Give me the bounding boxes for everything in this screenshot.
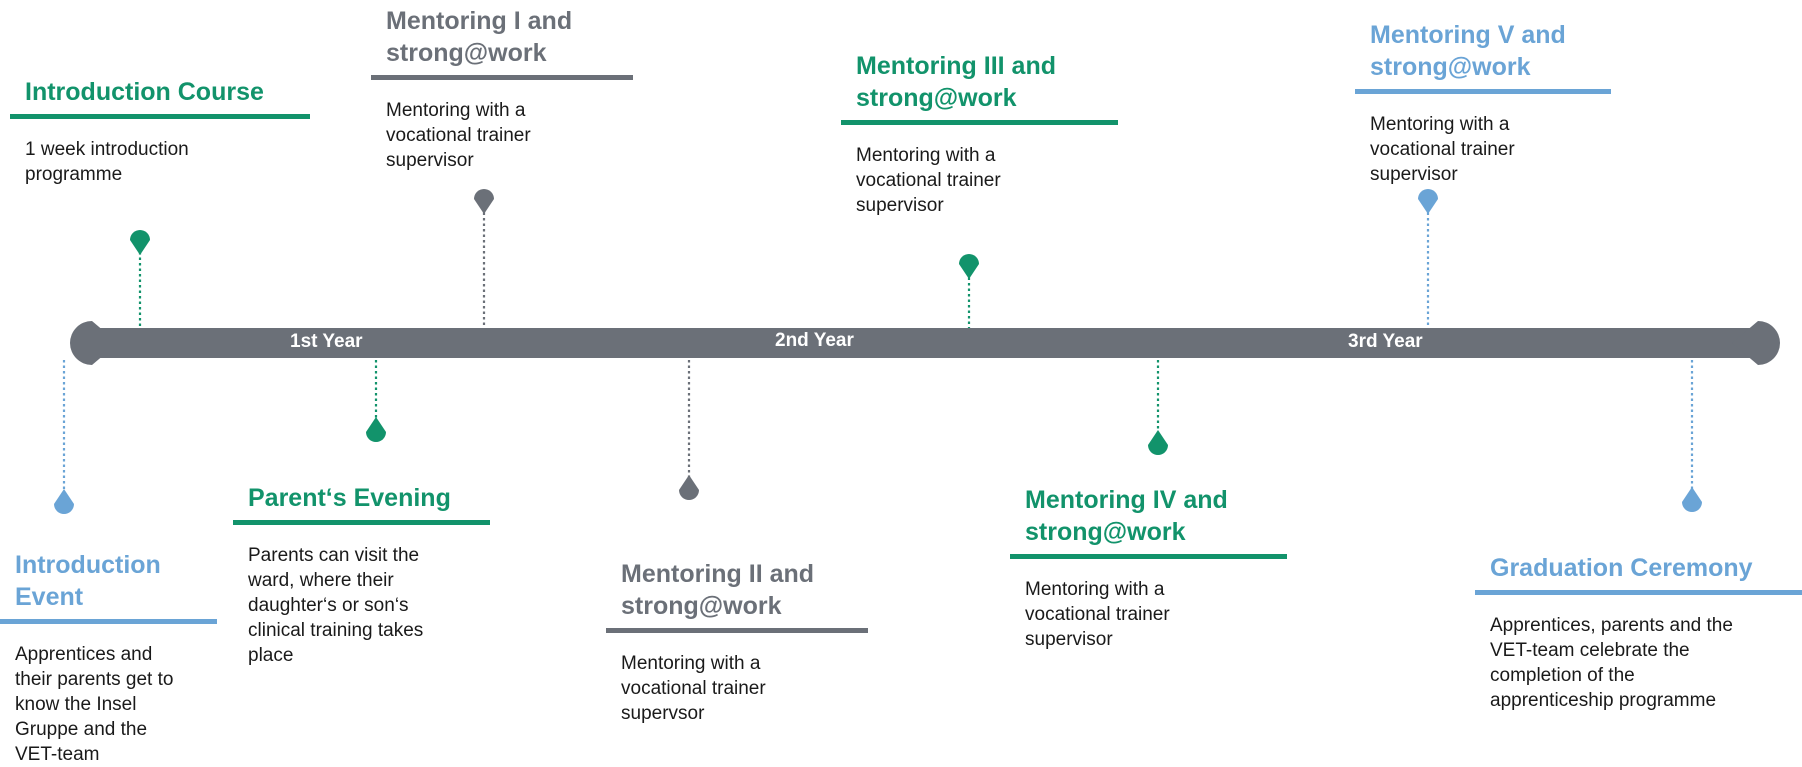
- mentoring-3-title: Mentoring III and strong@work: [856, 52, 1056, 112]
- graduation-ceremony-title: Graduation Ceremony: [1490, 554, 1753, 582]
- introduction-course-marker: [130, 230, 150, 255]
- year-label: 2nd Year: [775, 330, 854, 351]
- introduction-event-marker: [54, 489, 74, 514]
- graduation-ceremony-marker: [1682, 487, 1702, 512]
- mentoring-5-underline: [1355, 89, 1611, 94]
- mentoring-5-description: Mentoring with a vocational trainer supe…: [1370, 114, 1515, 185]
- year-label: 3rd Year: [1348, 331, 1423, 352]
- mentoring-4-underline: [1010, 554, 1287, 559]
- year-label: 1st Year: [290, 331, 363, 352]
- mentoring-1-title: Mentoring I and strong@work: [386, 7, 573, 67]
- mentoring-4-title: Mentoring IV and strong@work: [1025, 486, 1228, 546]
- mentoring-1-marker: [474, 189, 494, 214]
- introduction-course-underline: [10, 114, 310, 119]
- mentoring-2-description: Mentoring with a vocational trainer supe…: [621, 653, 766, 724]
- mentoring-2-marker: [679, 475, 699, 500]
- introduction-course-card: Introduction Course 1 week introduction p…: [10, 76, 310, 187]
- introduction-event-title: Introduction Event: [15, 551, 161, 611]
- mentoring-3-description: Mentoring with a vocational trainer supe…: [856, 145, 1001, 216]
- timeline-end-cap: [1732, 321, 1780, 365]
- mentoring-2-underline: [606, 628, 868, 633]
- mentoring-5-marker: [1418, 189, 1438, 214]
- mentoring-4-description: Mentoring with a vocational trainer supe…: [1025, 579, 1170, 650]
- parents-evening-marker: [366, 417, 386, 442]
- mentoring-1-underline: [371, 75, 633, 80]
- mentoring-2-title: Mentoring II and strong@work: [621, 560, 815, 620]
- parents-evening-description: Parents can visit the ward, where their …: [248, 545, 424, 666]
- introduction-course-title: Introduction Course: [25, 78, 264, 106]
- mentoring-4-marker: [1148, 430, 1168, 455]
- introduction-event-underline: [0, 619, 217, 624]
- timeline-start-cap: [70, 321, 118, 365]
- introduction-event-description: Apprentices and their parents get to kno…: [15, 644, 174, 765]
- parents-evening-title: Parent‘s Evening: [248, 484, 451, 512]
- timeline-bar: [95, 328, 1750, 358]
- mentoring-3-marker: [959, 254, 979, 279]
- parents-evening-underline: [233, 520, 490, 525]
- mentoring-1-description: Mentoring with a vocational trainer supe…: [386, 100, 531, 171]
- graduation-ceremony-description: Apprentices, parents and the VET-team ce…: [1490, 615, 1733, 711]
- mentoring-5-title: Mentoring V and strong@work: [1370, 21, 1566, 81]
- graduation-ceremony-underline: [1475, 590, 1802, 595]
- introduction-course-description: 1 week introduction programme: [25, 139, 189, 185]
- mentoring-3-underline: [841, 120, 1118, 125]
